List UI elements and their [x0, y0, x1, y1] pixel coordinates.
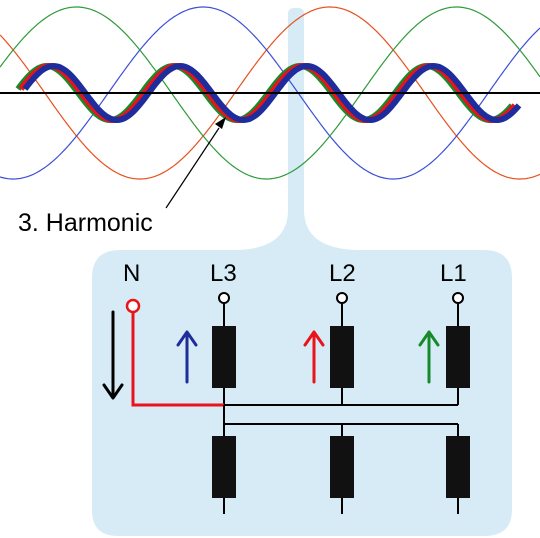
harmonic-label: 3. Harmonic: [18, 209, 153, 237]
waveform-plot: [0, 6, 540, 180]
current-arrow-l3: [176, 330, 198, 384]
current-arrow-l2: [303, 330, 325, 384]
annotation-pointer: [165, 127, 220, 209]
terminal-l1: [452, 292, 464, 304]
load-3: [446, 436, 470, 498]
load-2: [330, 436, 354, 498]
harmonic-wave-blue: [22, 62, 522, 124]
terminal-label-n: N: [123, 260, 140, 287]
fundamental-wave-green: [0, 6, 540, 180]
winding-l3: [212, 326, 236, 388]
terminal-label-l3: L3: [210, 260, 237, 287]
neutral-wire: [131, 312, 224, 407]
current-arrow-l1: [418, 330, 440, 384]
terminal-l2: [336, 292, 348, 304]
terminal-label-l2: L2: [329, 260, 356, 287]
terminal-label-l1: L1: [440, 260, 467, 287]
annotation-arrowhead: [215, 117, 226, 129]
terminal-l3: [218, 292, 230, 304]
winding-l1: [446, 326, 470, 388]
neutral-current-arrow: [102, 310, 124, 400]
fundamental-wave-blue: [0, 6, 540, 180]
winding-l2: [330, 326, 354, 388]
fundamental-wave-red: [0, 6, 540, 180]
load-1: [212, 436, 236, 498]
terminal-n: [125, 298, 141, 314]
